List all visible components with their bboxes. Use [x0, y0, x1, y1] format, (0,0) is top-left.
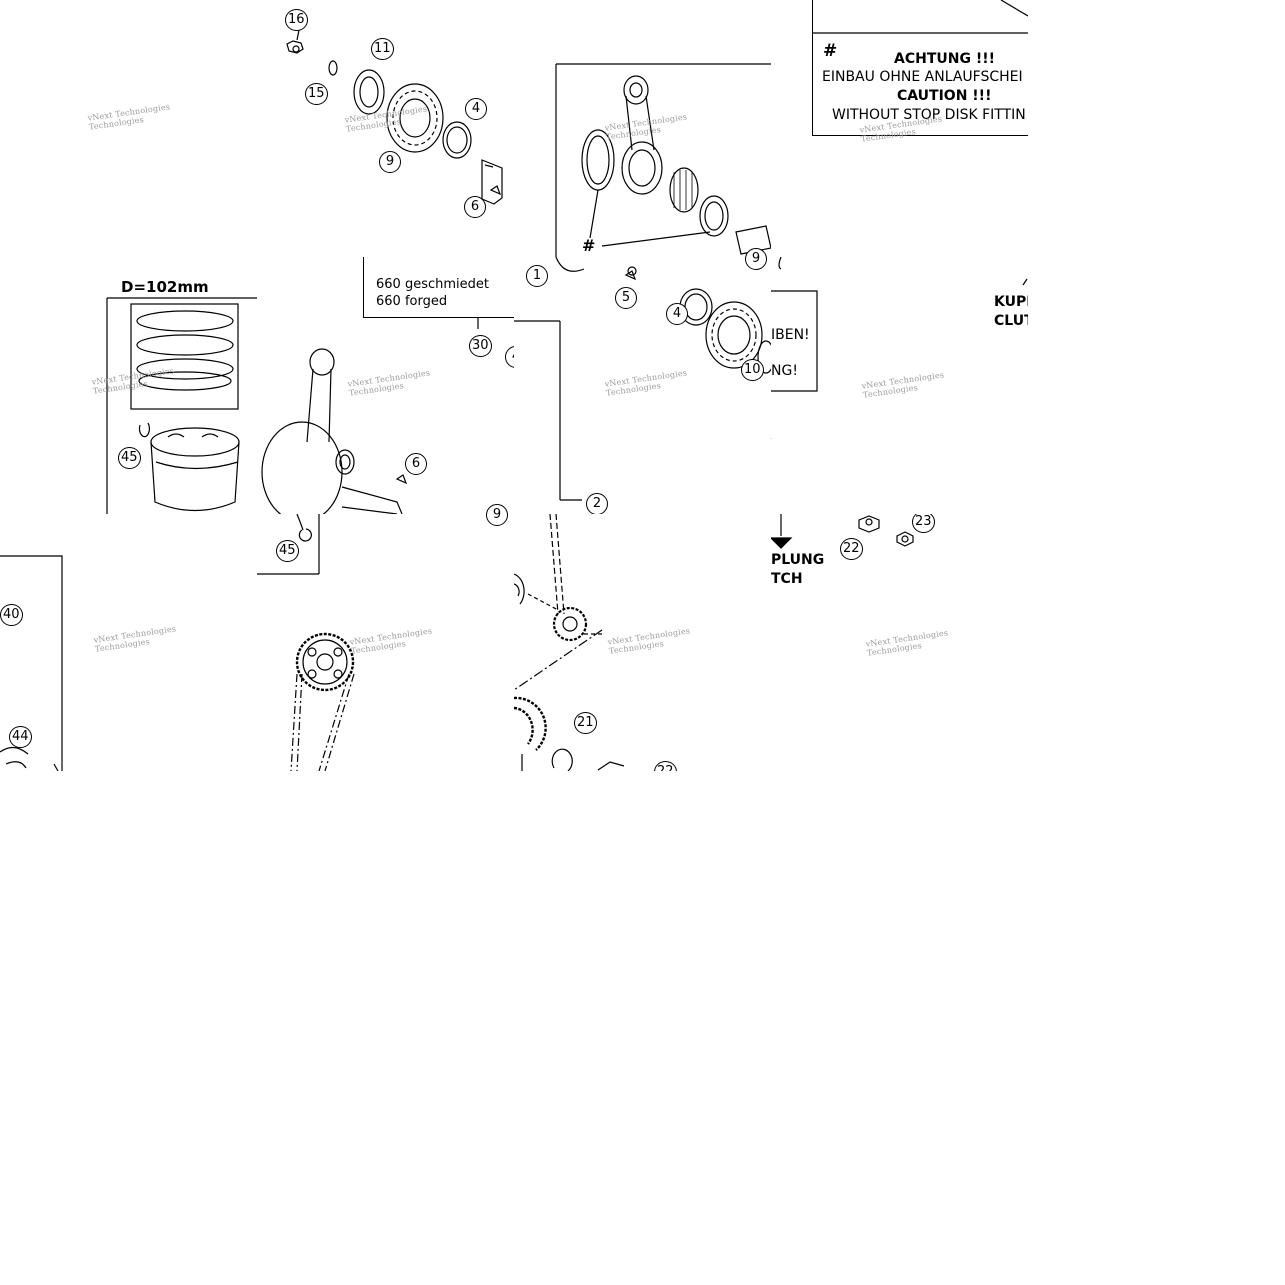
callout-23: 23: [912, 514, 935, 533]
frag-ng: NG!: [771, 363, 798, 379]
notice-box: [812, 0, 1028, 136]
crankshaft-drawing: [261, 317, 479, 514]
tile-crankshaft: 660 geschmiedet 660 forged 30 6 4: [257, 257, 514, 514]
callout-22b: 22: [654, 761, 677, 771]
tile-left-lower: 40 44: [0, 514, 257, 771]
main-bearing-drawing: [514, 257, 771, 501]
tile-piston: D=102mm 45: [0, 257, 257, 514]
callout-40: 40: [0, 604, 23, 626]
callout-4: 4: [465, 98, 487, 120]
conrod-drawing: [555, 63, 771, 257]
kupplung-mid-de: PLUNG: [771, 552, 825, 568]
callout-4b: 4: [505, 346, 514, 368]
piston-drawing: [106, 297, 257, 514]
tile-right-frag: IBEN! NG! KUPF CLUT: [771, 257, 1028, 514]
sprocket-drawing: [257, 514, 355, 771]
without-text: WITHOUT STOP DISK FITTIN: [832, 107, 1026, 123]
callout-21: 21: [574, 712, 597, 734]
callout-11: 11: [371, 38, 394, 60]
callout-16: 16: [285, 9, 308, 31]
notice-hash: #: [823, 41, 838, 61]
tile-gear-chain: 21 22: [514, 514, 771, 771]
left-lower-lines: [0, 555, 63, 771]
forged-de: 660 geschmiedet: [376, 277, 489, 292]
hash-marker: #: [582, 236, 596, 255]
frag-iben: IBEN!: [771, 327, 810, 343]
callout-45b: 45: [276, 540, 299, 562]
callout-5: 5: [615, 287, 637, 309]
callout-44: 44: [9, 726, 32, 748]
kupplung-mid-en: TCH: [771, 571, 803, 587]
callout-4c: 4: [666, 303, 688, 325]
callout-6b: 6: [405, 453, 427, 475]
tile-sprocket: 45: [257, 514, 514, 771]
bearing-drawing: [286, 29, 503, 205]
right-frag-lines: [771, 257, 1028, 487]
piston-diameter: D=102mm: [121, 278, 209, 296]
tile-bearing-top: 16 11 15 4 9 6: [257, 0, 514, 257]
callout-2: 2: [586, 493, 608, 514]
notice-lines: [812, 0, 1028, 34]
kupplung-right-de: KUPF: [994, 294, 1028, 310]
caution-text: CAUTION !!!: [897, 88, 992, 104]
forged-en: 660 forged: [376, 294, 448, 309]
forged-box: [363, 257, 514, 318]
callout-22: 22: [840, 538, 863, 560]
callout-6: 6: [464, 196, 486, 218]
tile-main-bearing: 1 5 4 10 2: [514, 257, 771, 514]
kupplung-right-en: CLUT: [994, 313, 1028, 329]
tile-notice: # ACHTUNG !!! EINBAU OHNE ANLAUFSCHEI CA…: [771, 0, 1028, 257]
tile-conrod-detail: #: [514, 0, 771, 257]
callout-10: 10: [741, 359, 764, 381]
einbau-text: EINBAU OHNE ANLAUFSCHEI: [822, 69, 1023, 85]
callout-30: 30: [469, 335, 492, 357]
tile-clutch: PLUNG TCH 23 22: [771, 514, 1028, 771]
callout-9: 9: [379, 151, 401, 173]
callout-9c: 9: [486, 504, 508, 526]
callout-45a: 45: [118, 447, 141, 469]
callout-1: 1: [526, 265, 548, 287]
achtung-text: ACHTUNG !!!: [894, 51, 995, 67]
callout-15: 15: [305, 83, 328, 105]
gear-chain-drawing: [514, 514, 625, 771]
clutch-drawing: [771, 514, 914, 549]
callout-9b: 9: [745, 248, 767, 270]
